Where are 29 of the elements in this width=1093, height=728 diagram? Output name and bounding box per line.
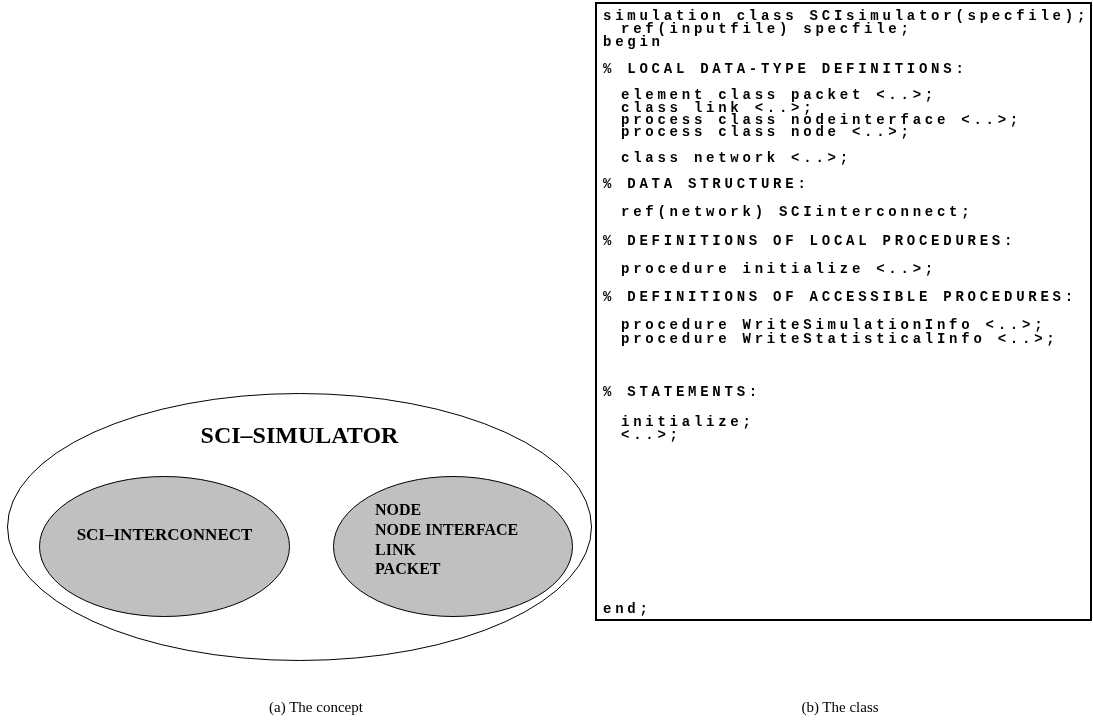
code-line: <..>; [621, 428, 682, 442]
code-line: % LOCAL DATA-TYPE DEFINITIONS: [603, 62, 968, 76]
code-line: ref(inputfile) specfile; [621, 22, 913, 36]
code-panel [595, 2, 1092, 621]
title-label: SCI–SIMULATOR [199, 423, 400, 447]
component-label: SCI–INTERCONNECT [75, 525, 254, 543]
code-line: begin [603, 35, 664, 49]
code-line: ref(network) SCIinterconnect; [621, 205, 974, 219]
component-label: PACKET [375, 561, 441, 577]
code-line: end; [603, 602, 652, 616]
code-line: element class packet <..>; [621, 88, 937, 102]
system-ellipse [7, 393, 592, 661]
code-line: % DEFINITIONS OF ACCESSIBLE PROCEDURES: [603, 290, 1077, 304]
component-label: LINK [375, 542, 416, 558]
caption: (b) The class [801, 700, 879, 715]
code-line: initialize; [621, 415, 755, 429]
code-line: procedure WriteSimulationInfo <..>; [621, 318, 1047, 332]
component-label: NODE [375, 502, 422, 518]
code-line: procedure initialize <..>; [621, 262, 937, 276]
caption: (a) The concept [269, 700, 363, 715]
code-line: % STATEMENTS: [603, 385, 761, 399]
code-line: simulation class SCIsimulator(specfile); [603, 9, 1090, 23]
component-label: NODE INTERFACE [375, 522, 519, 538]
code-line: % DATA STRUCTURE: [603, 177, 810, 191]
code-line: procedure WriteStatisticalInfo <..>; [621, 332, 1059, 346]
code-line: % DEFINITIONS OF LOCAL PROCEDURES: [603, 234, 1017, 248]
component-ellipse [333, 476, 573, 617]
code-line: class network <..>; [621, 151, 852, 165]
component-ellipse [39, 476, 290, 617]
